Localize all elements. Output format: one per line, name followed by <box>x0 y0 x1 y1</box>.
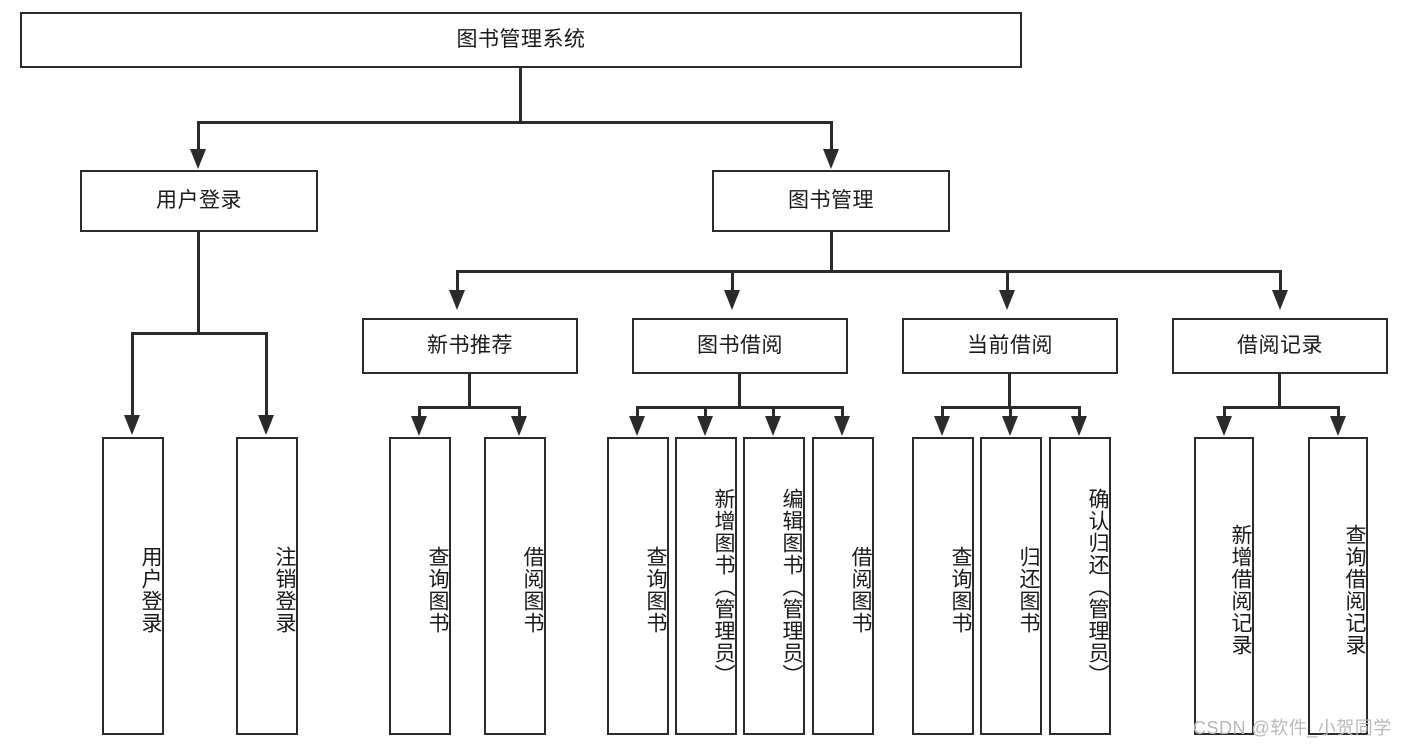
edge-to-borrow-records <box>1279 270 1282 293</box>
edge-new-book-stem <box>468 374 471 408</box>
node-label: 新增图书（管理员） <box>712 488 735 686</box>
edge-user-login-drop-1 <box>131 332 134 417</box>
arrowhead-leaf-query-book-3 <box>934 416 950 436</box>
node-label: 归还图书 <box>1017 546 1040 634</box>
arrowhead-to-book-management <box>823 149 839 169</box>
arrowhead-leaf-edit-book <box>765 416 781 436</box>
leaf-query-borrow-record[interactable]: 查询借阅记录 <box>1308 437 1368 735</box>
edge-to-current-borrow <box>1006 270 1009 293</box>
edge-book-borrow-drop-1 <box>636 406 639 419</box>
leaf-add-book-admin[interactable]: 新增图书（管理员） <box>675 437 737 735</box>
edge-level2-bar <box>197 121 833 124</box>
csdn-watermark: CSDN @软件_小贺同学 <box>1193 718 1392 738</box>
edge-to-book-management <box>830 121 833 153</box>
arrowhead-leaf-borrow-book-1 <box>511 416 527 436</box>
edge-book-borrow-drop-3 <box>772 406 775 419</box>
edge-current-borrow-drop-1 <box>941 406 944 419</box>
node-label: 查询图书 <box>949 546 972 634</box>
edge-book-borrow-drop-2 <box>704 406 707 419</box>
node-label: 查询借阅记录 <box>1343 524 1366 656</box>
leaf-query-book-borrow[interactable]: 查询图书 <box>607 437 669 735</box>
leaf-query-book-recommend[interactable]: 查询图书 <box>389 437 451 735</box>
arrowhead-to-new-book-recommend <box>449 290 465 310</box>
node-label: 借阅图书 <box>849 546 872 634</box>
arrowhead-to-borrow-records <box>1272 290 1288 310</box>
node-label: 新书推荐 <box>427 333 513 357</box>
node-label: 当前借阅 <box>967 333 1053 357</box>
edge-user-login-bar <box>131 332 267 335</box>
arrowhead-leaf-add-book <box>697 416 713 436</box>
node-label: 图书管理 <box>788 188 874 212</box>
edge-borrow-records-drop-2 <box>1337 406 1340 419</box>
node-label: 确认归还（管理员） <box>1086 488 1109 686</box>
leaf-logout[interactable]: 注销登录 <box>236 437 298 735</box>
edge-to-user-login <box>197 121 200 153</box>
edge-book-borrow-bar <box>636 406 844 409</box>
node-label: 图书管理系统 <box>456 27 586 51</box>
edge-to-book-borrow <box>731 270 734 293</box>
arrowhead-to-book-borrow <box>724 290 740 310</box>
edge-book-management-stem <box>830 232 833 273</box>
node-label: 查询图书 <box>644 546 667 634</box>
arrowhead-leaf-borrow-book-2 <box>834 416 850 436</box>
leaf-query-book-current[interactable]: 查询图书 <box>912 437 974 735</box>
edge-level3-bar <box>456 270 1282 273</box>
leaf-confirm-return-admin[interactable]: 确认归还（管理员） <box>1049 437 1111 735</box>
node-label: 用户登录 <box>139 546 162 634</box>
node-current-borrow[interactable]: 当前借阅 <box>902 318 1118 374</box>
arrowhead-leaf-add-record <box>1216 416 1232 436</box>
edge-user-login-stem <box>197 232 200 335</box>
edge-borrow-records-drop-1 <box>1223 406 1226 419</box>
edge-current-borrow-stem <box>1008 374 1011 408</box>
leaf-borrow-book-recommend[interactable]: 借阅图书 <box>484 437 546 735</box>
node-new-book-recommend[interactable]: 新书推荐 <box>362 318 578 374</box>
node-book-management[interactable]: 图书管理 <box>712 170 950 232</box>
edge-current-borrow-drop-2 <box>1009 406 1012 419</box>
leaf-add-borrow-record[interactable]: 新增借阅记录 <box>1194 437 1254 735</box>
arrowhead-to-user-login <box>190 149 206 169</box>
arrowhead-leaf-logout <box>258 415 274 435</box>
edge-borrow-records-stem <box>1278 374 1281 408</box>
edge-book-borrow-stem <box>738 374 741 408</box>
arrowhead-leaf-confirm-return <box>1071 416 1087 436</box>
arrowhead-leaf-return-book <box>1002 416 1018 436</box>
edge-borrow-records-bar <box>1223 406 1340 409</box>
edge-user-login-drop-2 <box>265 332 268 417</box>
node-root-book-management-system[interactable]: 图书管理系统 <box>20 12 1022 68</box>
edge-root-stem <box>519 68 522 124</box>
edge-book-borrow-drop-4 <box>841 406 844 419</box>
edge-new-book-drop-1 <box>418 406 421 419</box>
node-user-login[interactable]: 用户登录 <box>80 170 318 232</box>
arrowhead-leaf-user-login <box>124 415 140 435</box>
node-label: 借阅记录 <box>1237 333 1323 357</box>
node-label: 查询图书 <box>426 546 449 634</box>
leaf-borrow-book-borrow[interactable]: 借阅图书 <box>812 437 874 735</box>
node-label: 借阅图书 <box>521 546 544 634</box>
arrowhead-leaf-query-record <box>1330 416 1346 436</box>
node-label: 注销登录 <box>273 546 296 634</box>
edge-current-borrow-drop-3 <box>1078 406 1081 419</box>
arrowhead-leaf-query-book-1 <box>411 416 427 436</box>
node-label: 图书借阅 <box>697 333 783 357</box>
node-label: 新增借阅记录 <box>1229 524 1252 656</box>
edge-new-book-bar <box>418 406 521 409</box>
arrowhead-to-current-borrow <box>999 290 1015 310</box>
leaf-user-login[interactable]: 用户登录 <box>102 437 164 735</box>
node-borrow-records[interactable]: 借阅记录 <box>1172 318 1388 374</box>
edge-to-new-book-recommend <box>456 270 459 293</box>
edge-new-book-drop-2 <box>518 406 521 419</box>
leaf-return-book[interactable]: 归还图书 <box>980 437 1042 735</box>
node-label: 用户登录 <box>156 188 242 212</box>
leaf-edit-book-admin[interactable]: 编辑图书（管理员） <box>743 437 805 735</box>
arrowhead-leaf-query-book-2 <box>629 416 645 436</box>
node-book-borrow[interactable]: 图书借阅 <box>632 318 848 374</box>
node-label: 编辑图书（管理员） <box>780 488 803 686</box>
